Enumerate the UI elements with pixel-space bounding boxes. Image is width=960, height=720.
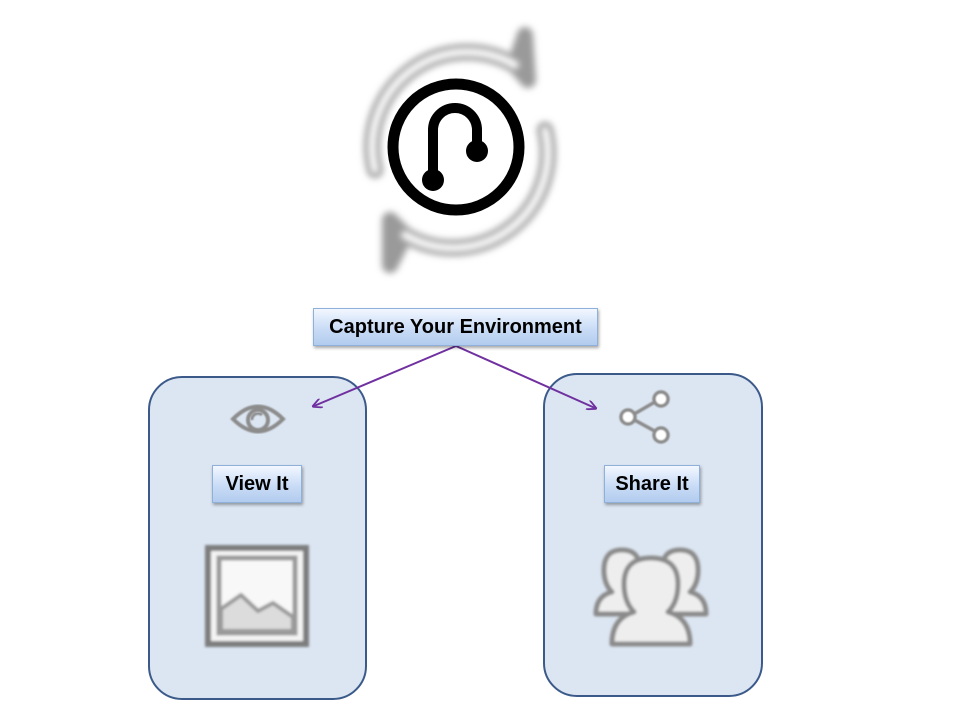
capture-environment-label: Capture Your Environment	[313, 308, 598, 346]
eye-icon	[230, 404, 286, 434]
arrow-to-share	[455, 345, 595, 408]
view-it-label: View It	[212, 465, 302, 503]
share-panel	[543, 373, 763, 697]
share-icon	[619, 390, 670, 444]
sync-logo-icon	[364, 27, 556, 273]
share-it-label: Share It	[604, 465, 700, 503]
users-group-icon	[593, 547, 709, 647]
image-icon	[205, 545, 309, 647]
arrow-to-view	[314, 345, 457, 406]
